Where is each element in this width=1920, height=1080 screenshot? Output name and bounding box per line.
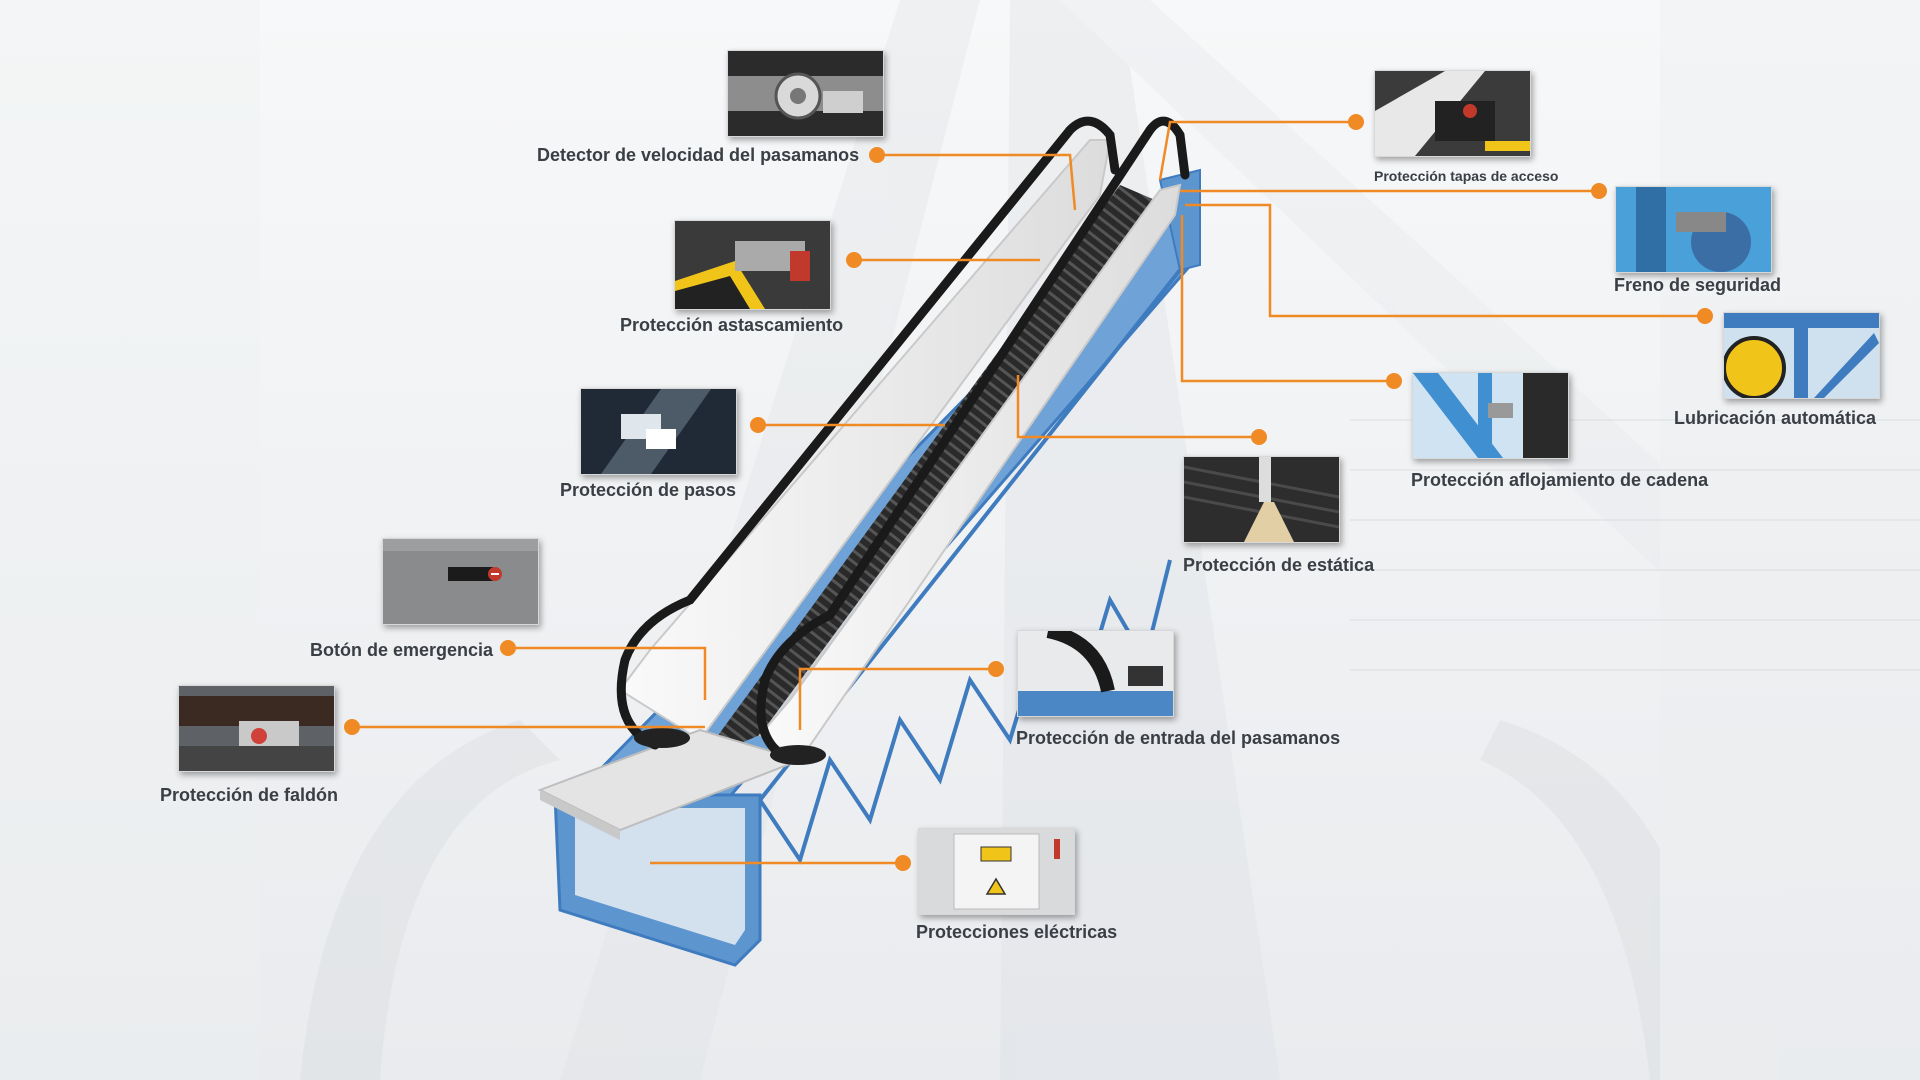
callout-dot-lubricacion bbox=[1697, 308, 1713, 324]
handrail-inlet-photo bbox=[1017, 630, 1174, 717]
callout-dot-pasamanos-speed bbox=[869, 147, 885, 163]
callout-dot-tapas bbox=[1348, 114, 1364, 130]
callout-dot-pasos bbox=[750, 417, 766, 433]
leader-line-lubricacion bbox=[1185, 203, 1705, 318]
jam-protection-photo bbox=[674, 220, 831, 310]
callout-dot-emergencia bbox=[500, 640, 516, 656]
callout-dot-atascamiento bbox=[846, 252, 862, 268]
callout-dot-entrada bbox=[988, 661, 1004, 677]
skirt-protection-photo bbox=[178, 685, 335, 772]
leader-line-entrada bbox=[798, 667, 996, 730]
access-cover-photo bbox=[1374, 70, 1531, 157]
callout-dot-cadena bbox=[1386, 373, 1402, 389]
lubrication-photo bbox=[1723, 312, 1880, 399]
callout-dot-faldon bbox=[344, 719, 360, 735]
callout-label-atascamiento: Protección astascamiento bbox=[620, 315, 844, 335]
leader-line-estatica bbox=[1016, 375, 1259, 439]
chain-slack-photo bbox=[1412, 372, 1569, 459]
handrail-right bbox=[756, 116, 1190, 765]
callout-label-estatica: Protección de estática bbox=[1183, 555, 1375, 575]
speed-sensor-photo bbox=[727, 50, 884, 137]
callout-label-faldon: Protección de faldón bbox=[160, 785, 339, 805]
callout-label-entrada: Protección de entrada del pasamanos bbox=[1016, 728, 1341, 748]
emergency-button-photo bbox=[382, 538, 539, 625]
callout-label-pasamanos-speed: Detector de velocidad del pasamanos bbox=[537, 145, 860, 165]
step-protection-photo bbox=[580, 388, 737, 475]
callout-label-cadena: Protección aflojamiento de cadena bbox=[1411, 470, 1709, 490]
callout-label-lubricacion: Lubricación automática bbox=[1674, 408, 1877, 428]
callout-label-tapas: Protección tapas de acceso bbox=[1374, 168, 1559, 184]
callout-label-freno: Freno de seguridad bbox=[1614, 275, 1782, 295]
handrail-left bbox=[616, 116, 1120, 750]
leader-line-emergencia bbox=[508, 646, 707, 700]
leader-line-cadena bbox=[1180, 215, 1394, 383]
callout-label-electricas: Protecciones eléctricas bbox=[916, 922, 1118, 942]
electrical-panel-photo bbox=[918, 828, 1075, 915]
callout-dot-estatica bbox=[1251, 429, 1267, 445]
callout-dot-freno bbox=[1591, 183, 1607, 199]
leader-line-tapas bbox=[1158, 120, 1356, 181]
callout-label-pasos: Protección de pasos bbox=[560, 480, 737, 500]
safety-brake-photo bbox=[1615, 186, 1772, 273]
leader-line-pasamanos-speed bbox=[877, 153, 1077, 211]
callout-dot-electricas bbox=[895, 855, 911, 871]
callout-label-emergencia: Botón de emergencia bbox=[310, 640, 494, 660]
static-brush-photo bbox=[1183, 456, 1340, 543]
